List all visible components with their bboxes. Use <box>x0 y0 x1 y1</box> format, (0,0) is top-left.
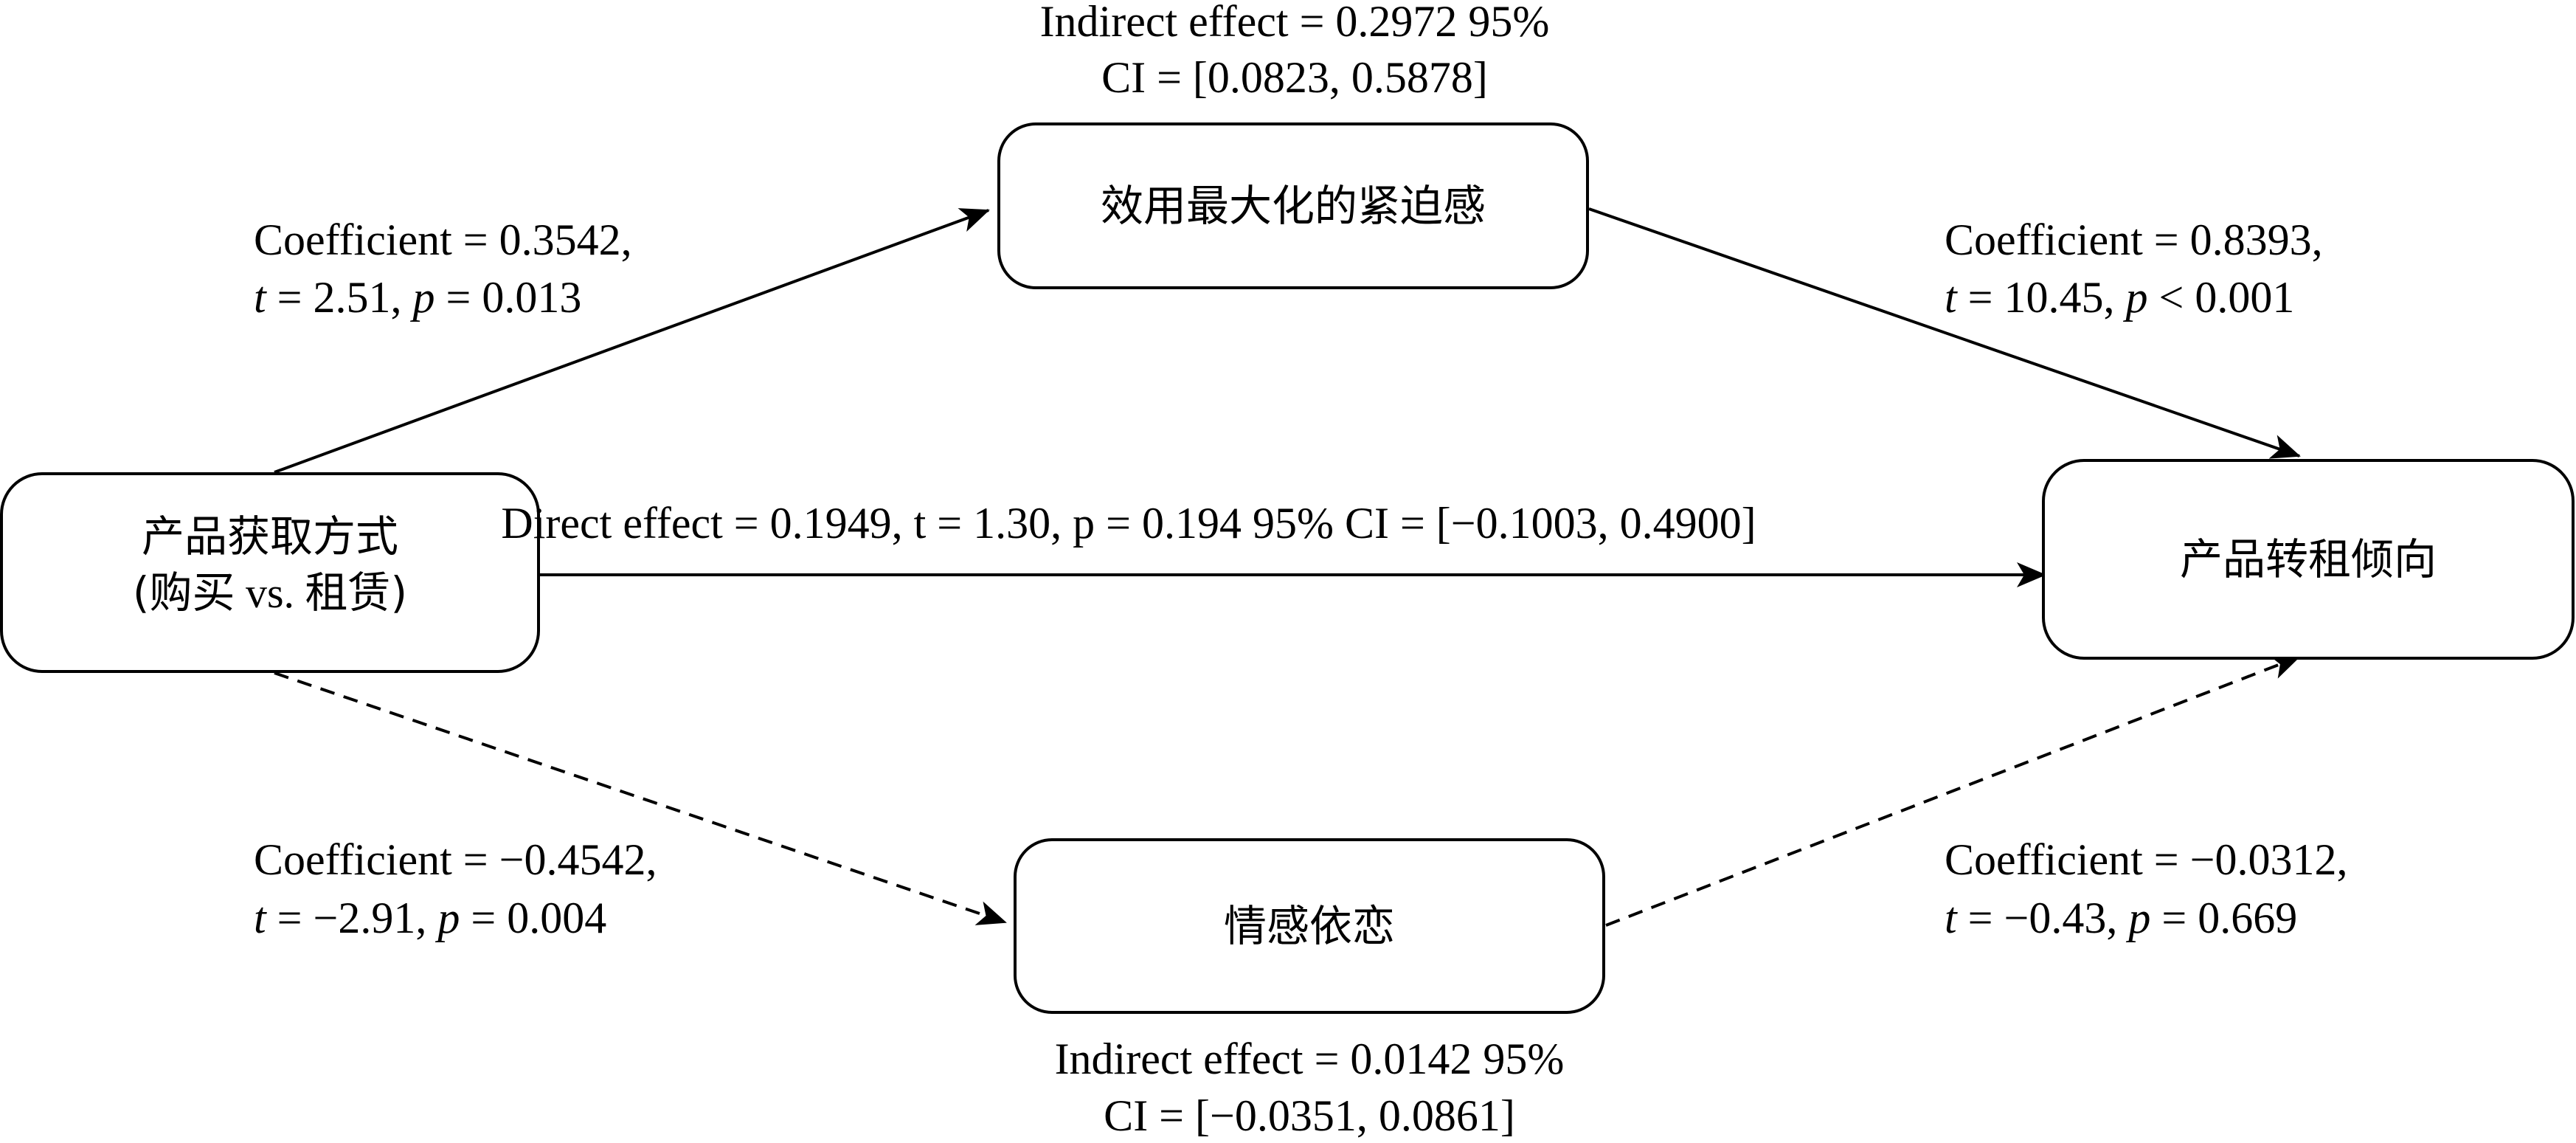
bottom-indirect-effect-line1: Indirect effect = 0.0142 95% <box>1055 1035 1565 1083</box>
node-sublease-tendency: 产品转租倾向 <box>2042 459 2575 660</box>
path-a1-stats: t = 2.51, p = 0.013 <box>254 273 581 322</box>
node-acquisition-mode: 产品获取方式 (购买 vs. 租赁) <box>0 472 540 673</box>
path-b1-coefficient: Coefficient = 0.8393, <box>1945 215 2323 264</box>
path-b2-coefficient: Coefficient = −0.0312, <box>1945 835 2347 884</box>
top-indirect-effect-line1: Indirect effect = 0.2972 95% <box>1040 0 1550 46</box>
edge-bottom-to-right <box>1605 655 2301 927</box>
path-b2-stats: t = −0.43, p = 0.669 <box>1945 894 2297 942</box>
node-acquisition-mode-line1: 产品获取方式 <box>142 511 398 562</box>
top-indirect-effect-line2: CI = [0.0823, 0.5878] <box>1101 53 1488 102</box>
node-utility-urgency: 效用最大化的紧迫感 <box>997 122 1589 289</box>
path-a2-coefficient: Coefficient = −0.4542, <box>254 835 657 884</box>
edge-left-to-top <box>274 208 990 474</box>
path-b1-stats: t = 10.45, p < 0.001 <box>1945 273 2294 322</box>
path-a1-coefficient: Coefficient = 0.3542, <box>254 215 632 264</box>
node-utility-urgency-label: 效用最大化的紧迫感 <box>1101 181 1486 231</box>
edge-top-to-right <box>1588 207 2301 459</box>
node-emotional-attachment-label: 情感依恋 <box>1224 901 1395 951</box>
node-sublease-tendency-label: 产品转租倾向 <box>2180 534 2437 584</box>
bottom-indirect-effect-line2: CI = [−0.0351, 0.0861] <box>1104 1091 1515 1140</box>
node-emotional-attachment: 情感依恋 <box>1014 838 1605 1014</box>
edge-left-to-bottom <box>274 671 1007 925</box>
direct-effect-label: Direct effect = 0.1949, t = 1.30, p = 0.… <box>501 499 1756 548</box>
node-acquisition-mode-line2: (购买 vs. 租赁) <box>133 567 407 618</box>
path-a2-stats: t = −2.91, p = 0.004 <box>254 894 606 942</box>
